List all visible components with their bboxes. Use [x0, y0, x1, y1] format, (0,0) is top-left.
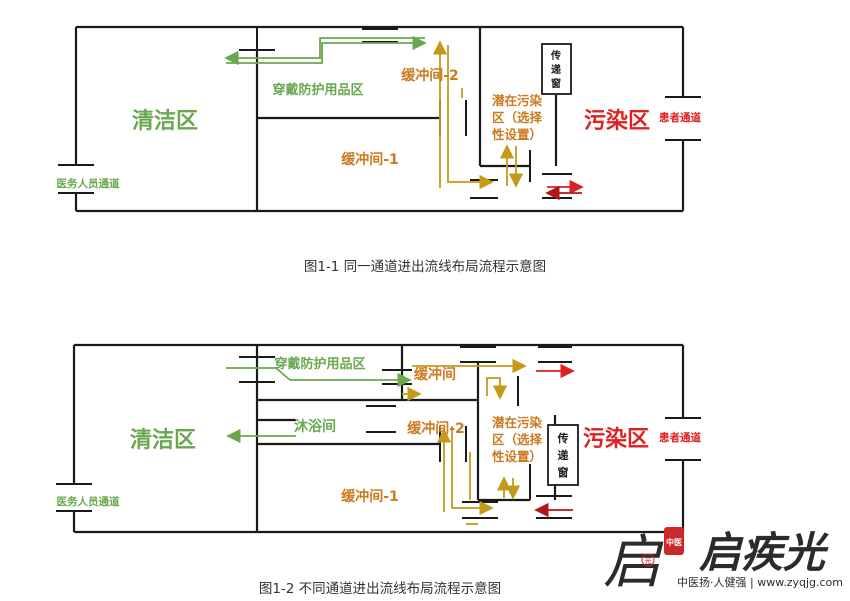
fig2-red-flow: [534, 363, 575, 518]
fig2-green-flow: [226, 367, 412, 444]
fig2-shower-label: 沐浴间: [294, 418, 336, 435]
svg-text:递: 递: [551, 63, 561, 76]
fig1-contaminated-zone-label: 污染区: [584, 108, 650, 134]
fig2-pass-window-label: 传 递 窗: [557, 431, 569, 479]
fig2-clean-zone-label: 清洁区: [130, 427, 196, 453]
fig1-buffer2-label: 缓冲间-2: [401, 67, 459, 84]
watermark-small-seal-text: 光: [645, 556, 652, 565]
watermark: 启 中医 光 启疾光 中医扬·人健强 | www.zyqjg.com: [603, 527, 843, 596]
fig2-buffer1-label: 缓冲间-1: [341, 488, 399, 505]
fig2-staff-channel-label: 医务人员通道: [57, 495, 120, 508]
fig2-walls: [72, 343, 685, 534]
watermark-slogan: 中医扬·人健强 | www.zyqjg.com: [677, 575, 843, 589]
svg-text:区（选择: 区（选择: [492, 432, 543, 447]
fig2-potential-zone-label: 潜在污染 区（选择 性设置）: [491, 415, 543, 464]
svg-text:传: 传: [557, 431, 569, 445]
fig2-orange-flow: [402, 358, 527, 525]
svg-text:潜在污染: 潜在污染: [492, 93, 543, 108]
fig2-buffer2-label: 缓冲间-2: [407, 420, 465, 437]
fig1-ppe-zone-label: 穿戴防护用品区: [272, 82, 363, 98]
fig1-orange-flow: [432, 40, 524, 190]
fig1-pass-window-box: [541, 43, 572, 95]
fig1-green-flow: [224, 35, 427, 66]
svg-text:潜在污染: 潜在污染: [492, 415, 543, 430]
figure-1-1: 清洁区 医务人员通道 穿戴防护用品区 缓冲间-2 缓冲间-1 潜在污染 区（选择…: [57, 25, 701, 213]
watermark-small-seal: [641, 553, 655, 567]
watermark-brand-name: 启疾光: [699, 528, 829, 577]
svg-text:递: 递: [558, 448, 569, 462]
svg-text:窗: 窗: [551, 77, 561, 90]
fig2-ppe-zone-label: 穿戴防护用品区: [274, 356, 365, 372]
fig2-patient-channel-label: 患者通道: [659, 431, 701, 444]
svg-text:窗: 窗: [558, 465, 569, 479]
fig1-staff-channel-label: 医务人员通道: [57, 177, 120, 190]
svg-text:区（选择: 区（选择: [492, 110, 543, 125]
svg-text:传: 传: [550, 49, 561, 62]
fig2-pass-window-box: [547, 424, 579, 486]
fig1-caption: 图1-1 同一通道进出流线布局流程示意图: [303, 259, 547, 275]
fig1-potential-zone-label: 潜在污染 区（选择 性设置）: [491, 93, 543, 142]
fig2-caption: 图1-2 不同通道进出流线布局流程示意图: [258, 581, 502, 597]
figure-1-2: 清洁区 医务人员通道 穿戴防护用品区 沐浴间 缓冲间 缓冲间-2 缓冲间-1 潜…: [56, 343, 701, 534]
fig1-walls: [74, 25, 685, 213]
watermark-seal: [664, 527, 684, 555]
fig1-pass-window-label: 传 递 窗: [550, 49, 561, 90]
fig1-clean-zone-label: 清洁区: [132, 108, 198, 134]
fig2-contaminated-zone-label: 污染区: [583, 426, 649, 452]
svg-text:性设置）: 性设置）: [491, 127, 542, 142]
fig1-patient-channel-label: 患者通道: [659, 111, 701, 124]
fig2-buffer-top-label: 缓冲间: [414, 366, 456, 383]
watermark-seal-text: 中医: [666, 537, 682, 547]
fig1-red-flow: [545, 179, 584, 201]
fig1-buffer1-label: 缓冲间-1: [341, 151, 399, 168]
svg-text:性设置）: 性设置）: [491, 449, 542, 464]
